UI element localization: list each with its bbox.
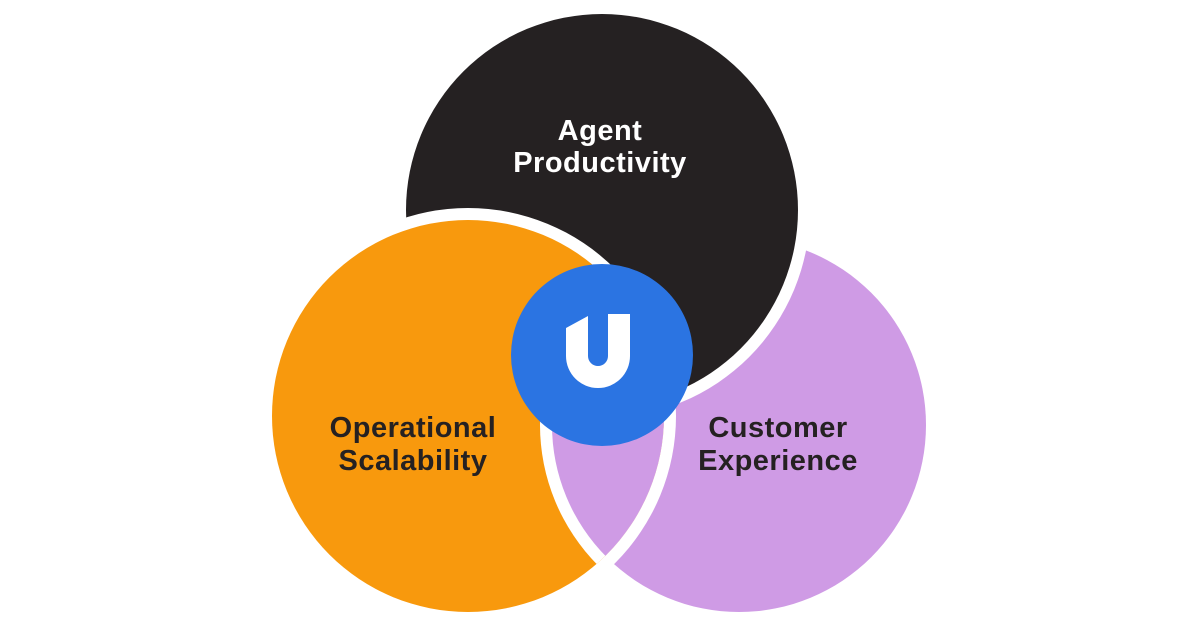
center-logo-badge [511,264,693,446]
u-logo-icon [566,314,630,388]
label-operational-line2: Scalability [339,445,488,477]
label-operational-line1: Operational [330,412,497,444]
label-agent-line1: Agent [558,115,643,147]
label-customer-line1: Customer [708,412,847,444]
label-customer-line2: Experience [698,445,858,477]
label-agent-line2: Productivity [513,147,687,179]
